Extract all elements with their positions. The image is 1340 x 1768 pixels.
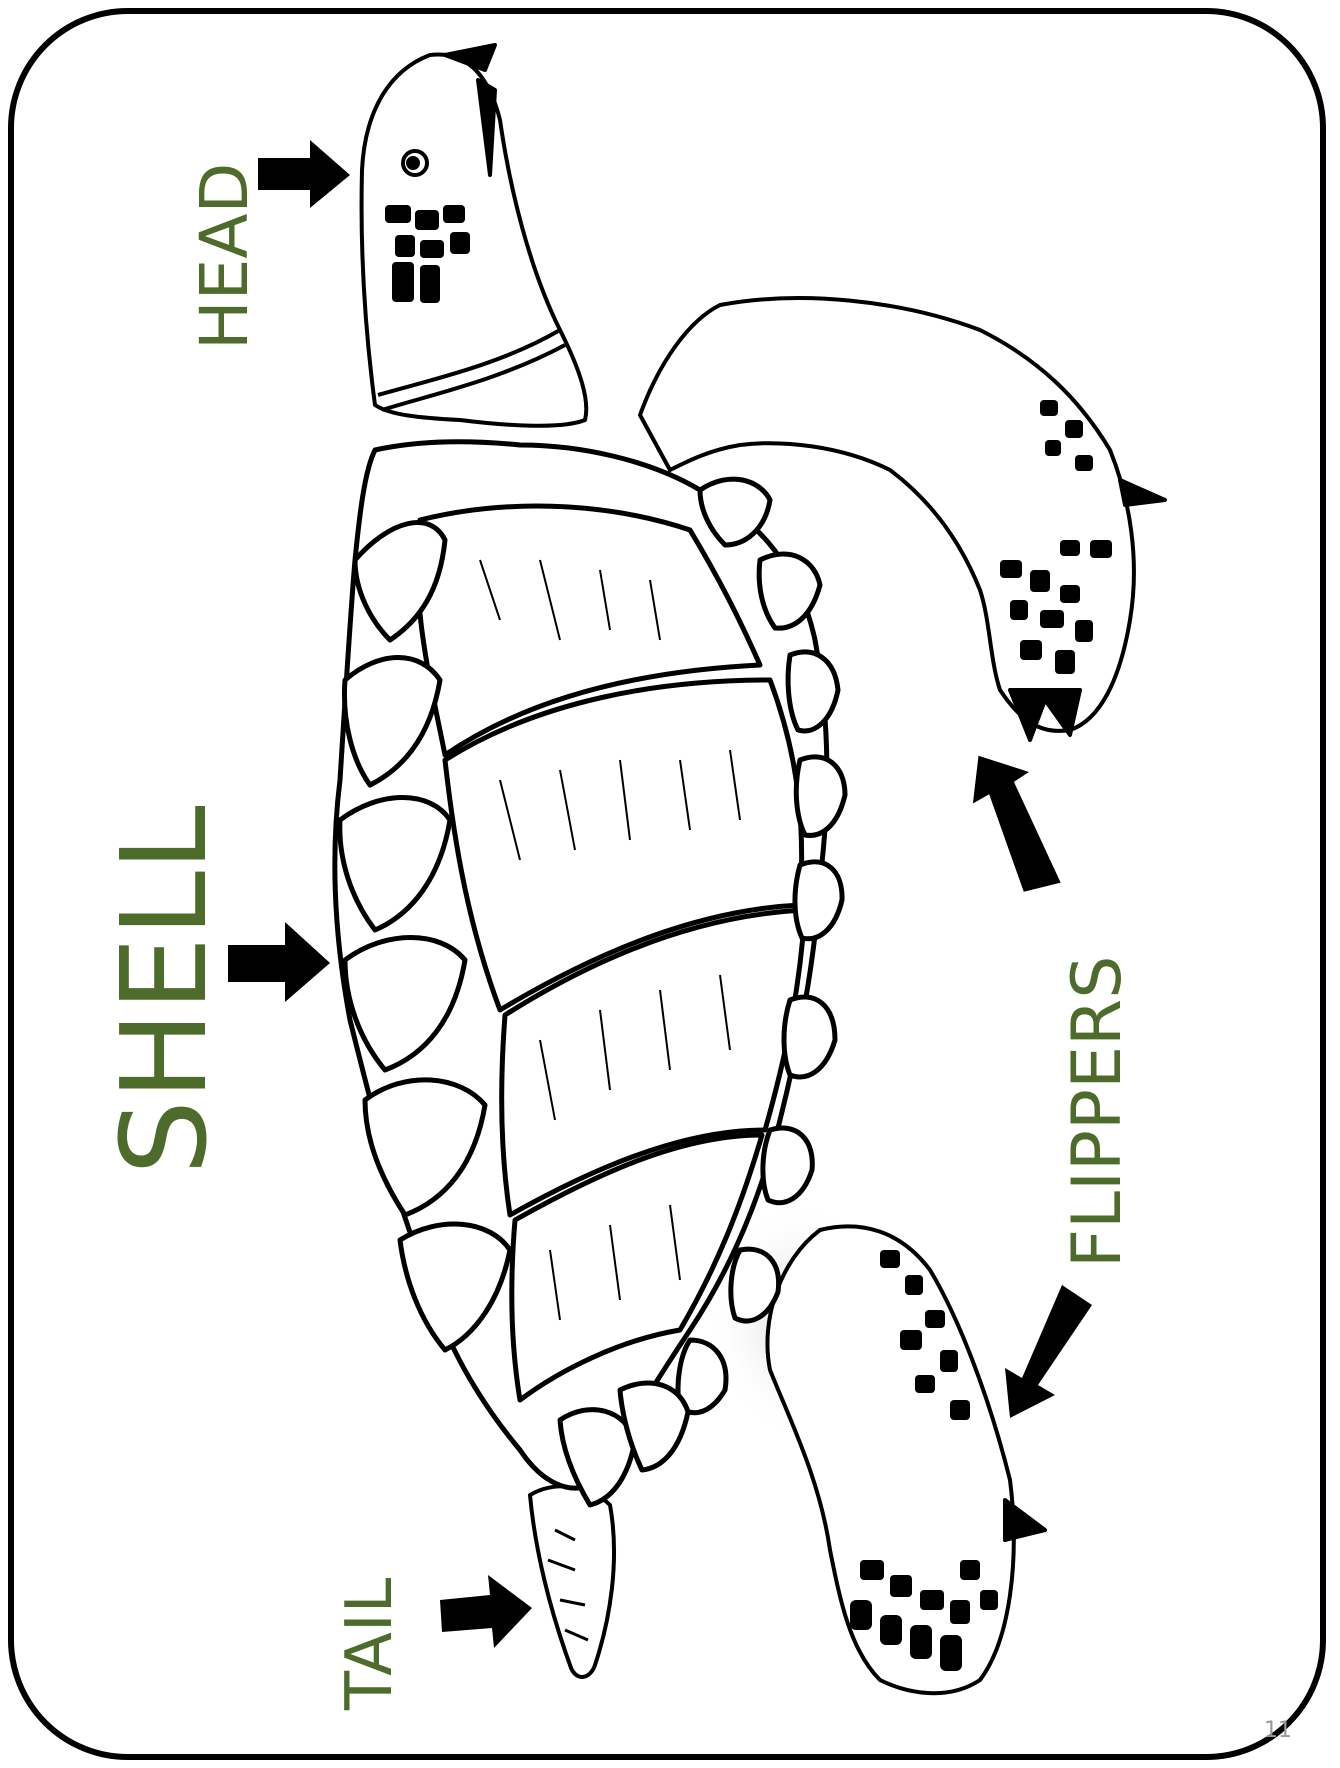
tail-arrow bbox=[440, 1575, 532, 1648]
rear-flipper-arrow bbox=[1005, 1285, 1092, 1418]
flippers-label: FLIPPERS bbox=[1064, 956, 1132, 1268]
shell-label: SHELL bbox=[105, 805, 223, 1175]
tail-label: TAIL bbox=[338, 1578, 402, 1710]
shell-arrow bbox=[228, 922, 330, 1002]
head-arrow bbox=[258, 140, 350, 208]
head-label: HEAD bbox=[192, 163, 258, 350]
turtle-tail bbox=[530, 1486, 614, 1677]
page-number: 11 bbox=[1264, 1718, 1292, 1743]
turtle-head bbox=[362, 45, 587, 426]
front-flipper-arrow bbox=[962, 744, 1061, 899]
